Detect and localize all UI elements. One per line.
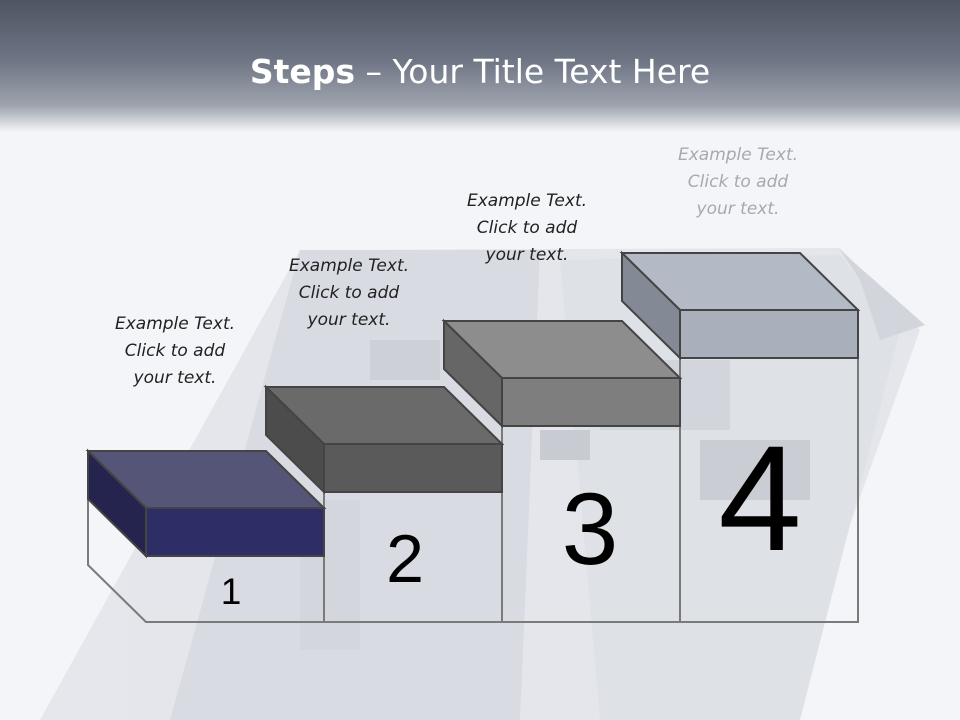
- step-1[interactable]: [85, 448, 327, 623]
- step-4-caption[interactable]: Example Text. Click to add your text.: [677, 145, 799, 219]
- step-2-number: 2: [386, 521, 424, 597]
- step-2-caption[interactable]: Example Text. Click to add your text.: [288, 256, 410, 330]
- step-1-front: [145, 507, 325, 557]
- slide-title[interactable]: Steps – Your Title Text Here: [0, 52, 960, 91]
- step-1-number: 1: [220, 571, 242, 612]
- step-4-front: [679, 309, 859, 359]
- title-bold: Steps: [249, 52, 356, 91]
- step-3-caption[interactable]: Example Text. Click to add your text.: [466, 191, 588, 265]
- title-rest: – Your Title Text Here: [355, 52, 711, 91]
- title-bar: [0, 0, 960, 132]
- step-1-caption[interactable]: Example Text. Click to add your text.: [114, 314, 236, 388]
- step-3-front: [501, 377, 681, 427]
- step-3-number: 3: [561, 472, 619, 586]
- step-4-number: 4: [718, 414, 802, 582]
- step-3[interactable]: [441, 318, 683, 623]
- step-2-front: [323, 443, 503, 493]
